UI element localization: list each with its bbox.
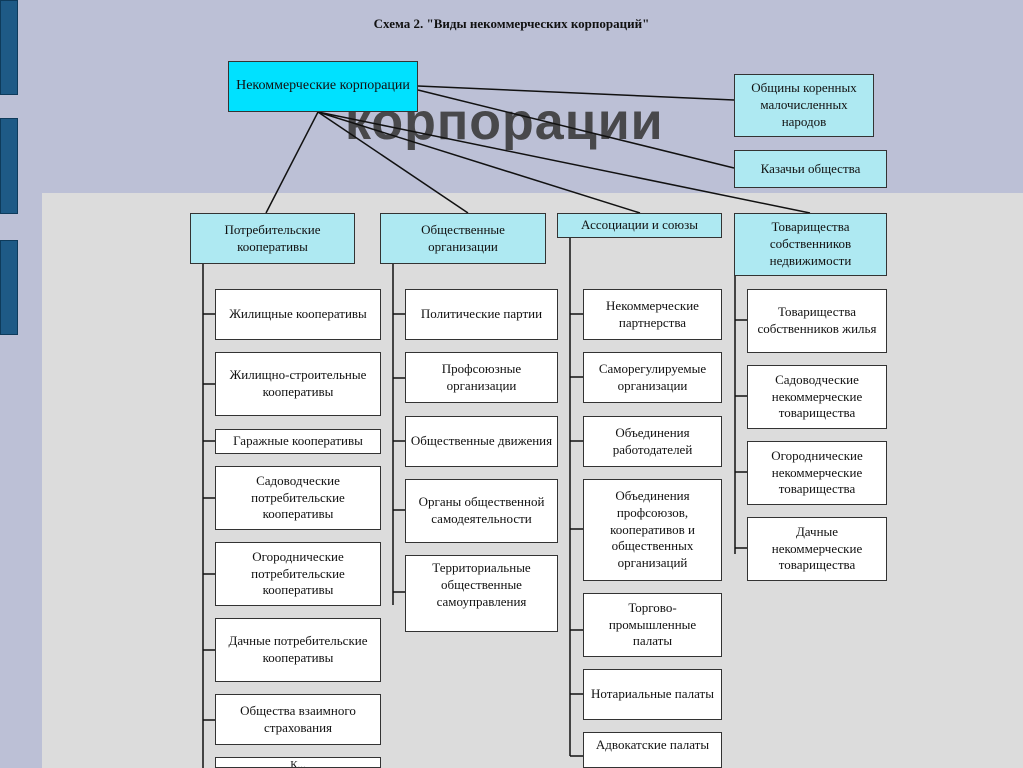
root-node: Некоммерческие корпорации xyxy=(228,61,418,112)
category-node: Товарищества собственников недвижимости xyxy=(734,213,887,276)
leaf-node: Общества взаимного страхования xyxy=(215,694,381,745)
side-node: Казачьи общества xyxy=(734,150,887,188)
leaf-node: Садоводческие некоммерческие товариществ… xyxy=(747,365,887,429)
category-node: Ассоциации и союзы xyxy=(557,213,722,238)
leaf-node: Дачные некоммерческие товарищества xyxy=(747,517,887,581)
leaf-node: Органы общественной самодеятельности xyxy=(405,479,558,543)
leaf-node: Жилищные кооперативы xyxy=(215,289,381,340)
leaf-node: Общественные движения xyxy=(405,416,558,467)
leaf-node: Территориальные общественные самоуправле… xyxy=(405,555,558,632)
diagram-title: Схема 2. "Виды некоммерческих корпораций… xyxy=(373,16,650,31)
leaf-node: Объединения работодателей xyxy=(583,416,722,467)
sidebar-decoration-bar xyxy=(0,118,18,214)
leaf-node: Гаражные кооперативы xyxy=(215,429,381,454)
leaf-node: Некоммерческие партнерства xyxy=(583,289,722,340)
category-node: Потребительские кооперативы xyxy=(190,213,355,264)
leaf-node: Адвокатские палаты xyxy=(583,732,722,768)
leaf-node: Профсоюзные организации xyxy=(405,352,558,403)
leaf-node: Дачные потребительские кооперативы xyxy=(215,618,381,682)
sidebar-decoration-bar xyxy=(0,240,18,335)
leaf-node: Объединения профсоюзов, кооперативов и о… xyxy=(583,479,722,581)
category-node: Общественные организации xyxy=(380,213,546,264)
leaf-node: Садоводческие потребительские кооператив… xyxy=(215,466,381,530)
leaf-node: Политические партии xyxy=(405,289,558,340)
leaf-node: Жилищно-строительные кооперативы xyxy=(215,352,381,416)
leaf-node: Нотариальные палаты xyxy=(583,669,722,720)
leaf-node: Саморегулируемые организации xyxy=(583,352,722,403)
leaf-node: Огороднические потребительские кооперати… xyxy=(215,542,381,606)
sidebar-decoration-bar xyxy=(0,0,18,95)
side-node: Общины коренных малочисленных народов xyxy=(734,74,874,137)
leaf-node: Огороднические некоммерческие товарищест… xyxy=(747,441,887,505)
leaf-node: Торгово-промышленные палаты xyxy=(583,593,722,657)
leaf-node: К... xyxy=(215,757,381,768)
leaf-node: Товарищества собственников жилья xyxy=(747,289,887,353)
